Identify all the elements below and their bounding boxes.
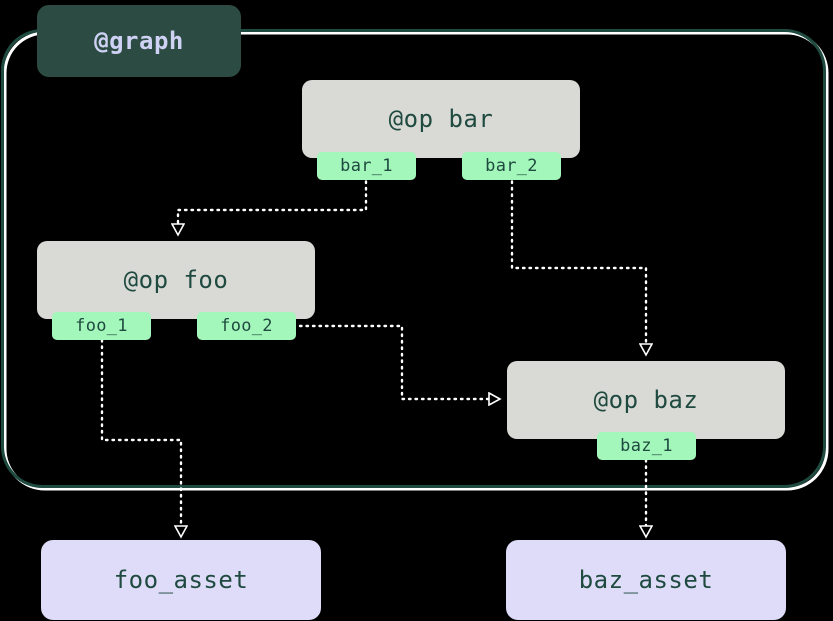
op-node-bar[interactable]: @op bar xyxy=(302,80,580,158)
op-node-foo-title: @op foo xyxy=(123,266,229,294)
port-baz-1-label: baz_1 xyxy=(620,436,673,456)
op-node-foo[interactable]: @op foo xyxy=(37,241,315,319)
subgraph-label-graph[interactable]: @graph xyxy=(37,5,241,77)
edge-foo2-to-baz xyxy=(298,324,493,399)
edge-foo1-to-fooasset xyxy=(100,338,181,530)
edge-bar2-to-baz xyxy=(510,173,646,348)
edge-bar1-to-foo xyxy=(178,173,368,228)
port-baz-1[interactable]: baz_1 xyxy=(597,432,696,460)
op-node-bar-title: @op bar xyxy=(388,105,494,133)
port-bar-2-label: bar_2 xyxy=(485,156,538,176)
asset-node-foo-asset-label: foo_asset xyxy=(113,566,249,594)
port-foo-1[interactable]: foo_1 xyxy=(52,312,151,340)
port-foo-2-label: foo_2 xyxy=(220,316,273,336)
subgraph-boundary-halo xyxy=(3,31,829,491)
port-bar-1-label: bar_1 xyxy=(340,156,393,176)
subgraph-boundary-graph xyxy=(1,29,826,488)
asset-node-baz-asset[interactable]: baz_asset xyxy=(506,540,786,620)
asset-node-baz-asset-label: baz_asset xyxy=(578,566,714,594)
subgraph-label-text: @graph xyxy=(94,27,184,55)
op-node-baz-title: @op baz xyxy=(593,386,699,414)
port-foo-1-label: foo_1 xyxy=(75,316,128,336)
asset-node-foo-asset[interactable]: foo_asset xyxy=(41,540,321,620)
port-bar-1[interactable]: bar_1 xyxy=(317,152,416,180)
port-bar-2[interactable]: bar_2 xyxy=(462,152,561,180)
op-node-baz[interactable]: @op baz xyxy=(507,361,785,439)
port-foo-2[interactable]: foo_2 xyxy=(197,312,296,340)
